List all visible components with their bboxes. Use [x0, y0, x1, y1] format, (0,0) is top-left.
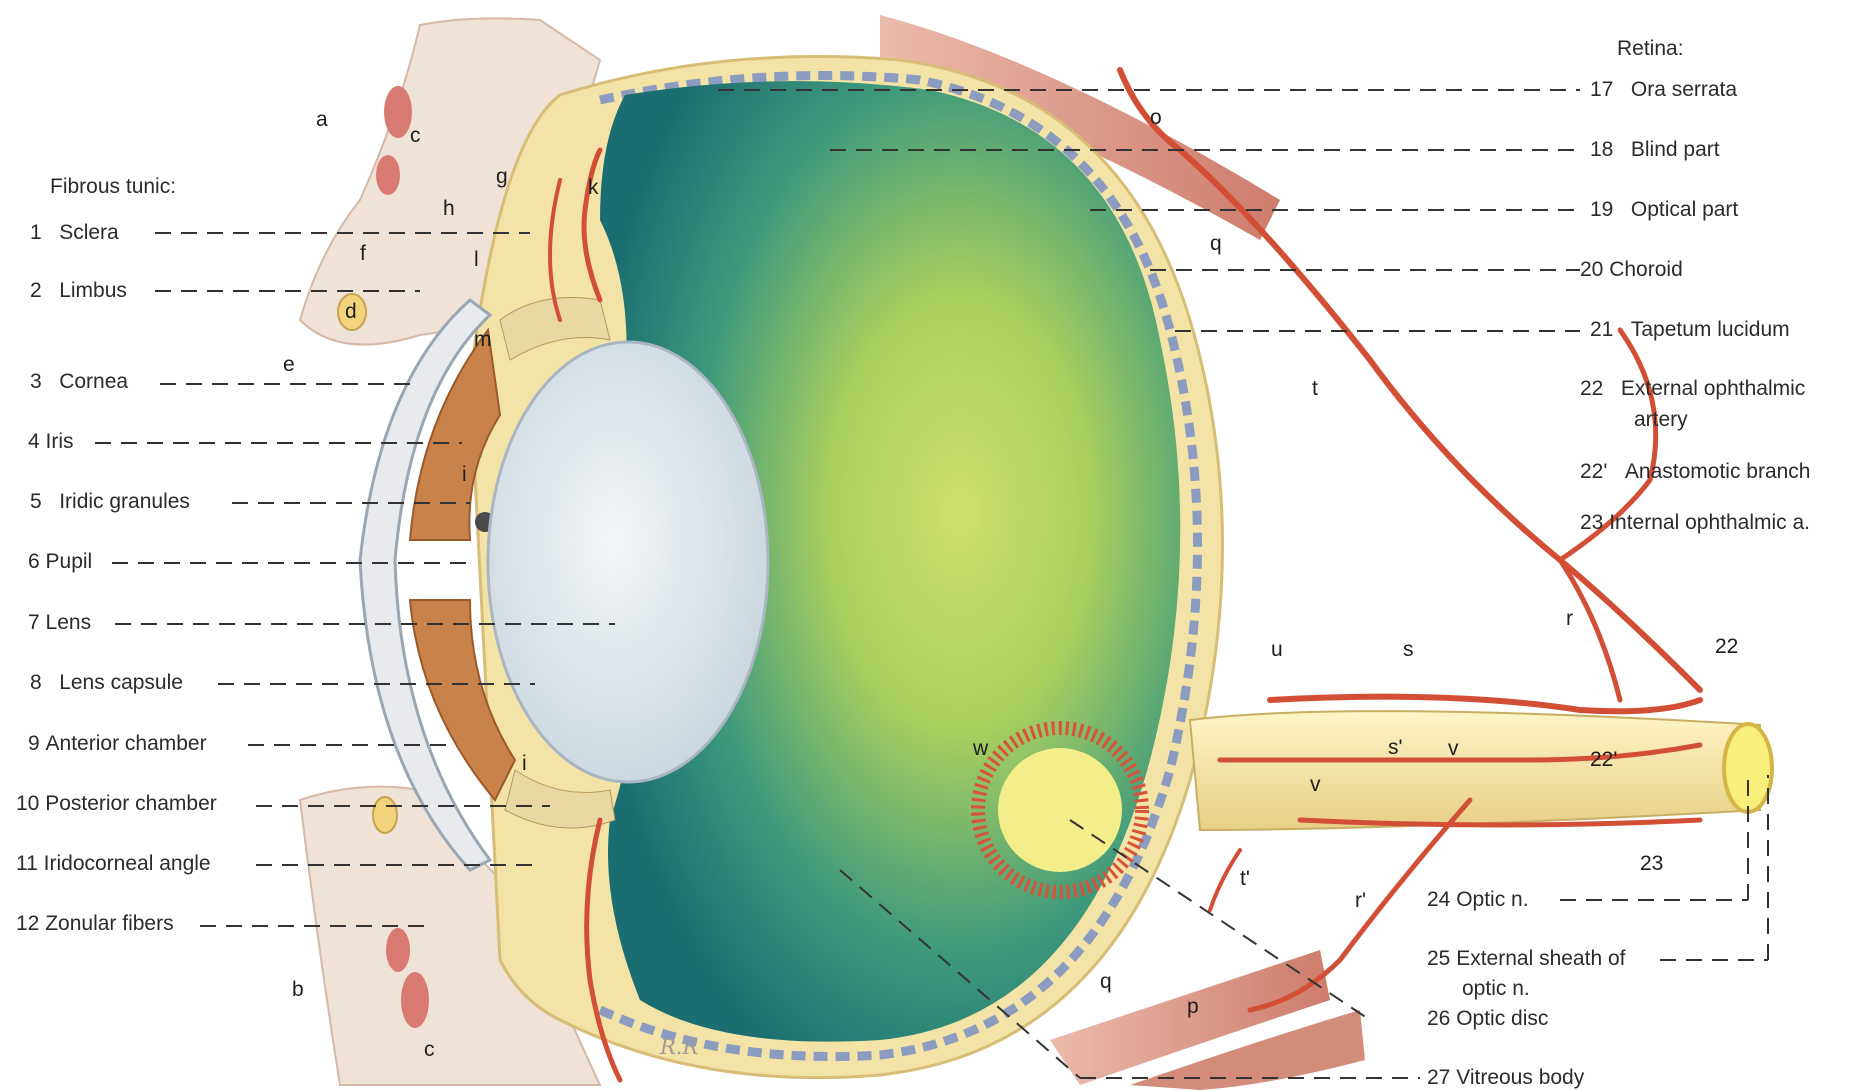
marker-t: t	[1312, 377, 1318, 401]
marker-v-upper: v	[1448, 737, 1459, 761]
marker-q-upper: q	[1210, 232, 1222, 256]
label-blind-part: 18 Blind part	[1590, 138, 1720, 162]
label-ora-serrata: 17 Ora serrata	[1590, 78, 1737, 102]
label-internal-ophthalmic-a: 23 Internal ophthalmic a.	[1580, 511, 1810, 535]
marker-e: e	[283, 353, 295, 377]
label-external-ophthalmic-artery: 22 External ophthalmic	[1580, 377, 1805, 401]
eyelid-gland-upper-2	[376, 155, 400, 195]
label-pupil: 6 Pupil	[28, 550, 92, 574]
label-optic-n: 24 Optic n.	[1427, 888, 1529, 912]
marker-g: g	[496, 165, 508, 189]
marker-a: a	[316, 108, 328, 132]
label-sclera: 1 Sclera	[30, 221, 119, 245]
label-anastomotic-branch: 22' Anastomotic branch	[1580, 460, 1811, 484]
marker-s: s	[1403, 638, 1414, 662]
eyelid-gland-c-lower	[401, 972, 429, 1028]
marker-f: f	[360, 242, 366, 266]
vessel-t-prime	[1210, 850, 1240, 910]
marker-q-lower: q	[1100, 970, 1112, 994]
marker-i-lower: i	[522, 752, 527, 776]
optic-disc	[998, 748, 1122, 872]
optic-nerve-end	[1724, 724, 1772, 812]
label-anterior-chamber: 9 Anterior chamber	[28, 732, 207, 756]
marker-v-lower: v	[1310, 773, 1321, 797]
marker-l: l	[474, 248, 479, 272]
label-tapetum-lucidum: 21 Tapetum lucidum	[1590, 318, 1790, 342]
label-limbus: 2 Limbus	[30, 279, 127, 303]
marker-i-upper: i	[462, 463, 467, 487]
marker-p: p	[1187, 995, 1199, 1019]
marker-h: h	[443, 197, 455, 221]
marker-23: 23	[1640, 852, 1663, 876]
marker-w: w	[973, 737, 988, 761]
eyelid-gland-c-upper	[384, 86, 412, 138]
label-iridic-granules: 5 Iridic granules	[30, 490, 190, 514]
marker-k: k	[588, 176, 599, 200]
marker-r-prime: r'	[1355, 889, 1366, 913]
retina-heading: Retina:	[1617, 37, 1684, 61]
vessel-s	[1270, 697, 1700, 712]
marker-22-prime: 22'	[1590, 748, 1617, 772]
label-optical-part: 19 Optical part	[1590, 198, 1738, 222]
marker-c-lower: c	[424, 1038, 435, 1062]
eyelid-gland-lower-2	[386, 928, 410, 972]
marker-u: u	[1271, 638, 1283, 662]
marker-r: r	[1566, 607, 1573, 631]
marker-22: 22	[1715, 635, 1738, 659]
label-external-ophthalmic-artery-line2: artery	[1634, 408, 1688, 432]
artist-signature: R.R	[660, 1035, 698, 1059]
marker-d: d	[345, 300, 357, 324]
label-external-sheath-line2: optic n.	[1462, 977, 1530, 1001]
marker-b: b	[292, 978, 304, 1002]
lens	[488, 342, 768, 782]
marker-t-prime: t'	[1240, 867, 1250, 891]
tarsal-gland-lower	[373, 797, 397, 833]
label-vitreous-body: 27 Vitreous body	[1427, 1066, 1584, 1090]
label-lens: 7 Lens	[28, 611, 91, 635]
label-cornea: 3 Cornea	[30, 370, 128, 394]
label-zonular-fibers: 12 Zonular fibers	[16, 912, 174, 936]
fibrous-tunic-heading: Fibrous tunic:	[50, 175, 176, 199]
marker-s-prime: s'	[1388, 736, 1403, 760]
optic-nerve	[1190, 711, 1760, 830]
label-optic-disc: 26 Optic disc	[1427, 1007, 1548, 1031]
label-posterior-chamber: 10 Posterior chamber	[16, 792, 217, 816]
marker-c-upper: c	[410, 124, 421, 148]
label-iris: 4 Iris	[28, 430, 74, 454]
label-iridocorneal-angle: 11 Iridocorneal angle	[16, 852, 211, 876]
label-choroid: 20 Choroid	[1580, 258, 1683, 282]
label-external-sheath: 25 External sheath of	[1427, 947, 1625, 971]
marker-o: o	[1150, 106, 1162, 130]
marker-m: m	[474, 328, 492, 352]
label-lens-capsule: 8 Lens capsule	[30, 671, 183, 695]
